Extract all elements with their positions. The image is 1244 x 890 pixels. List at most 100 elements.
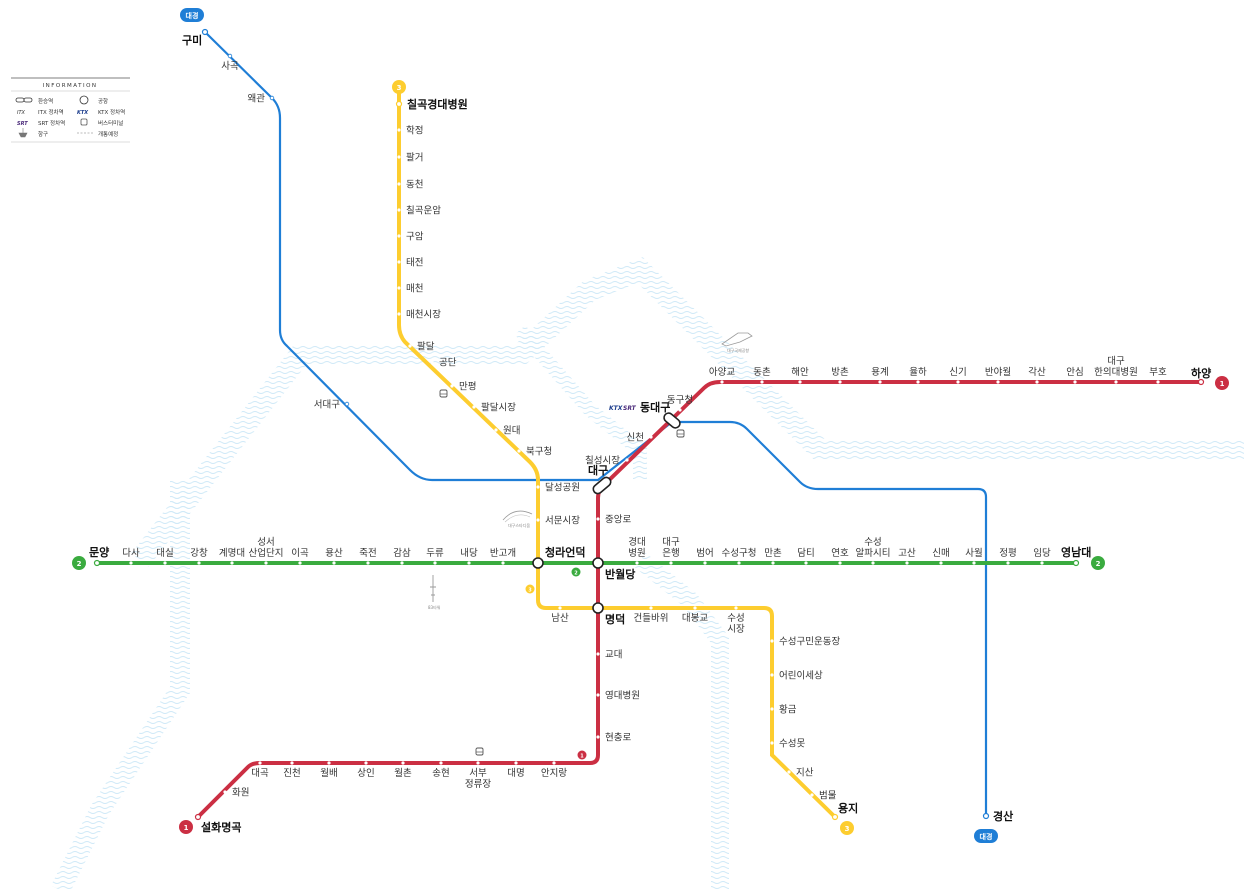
station-label[interactable]: 왜관 (248, 94, 266, 105)
station-label[interactable]: 해안 (791, 366, 809, 378)
station-label[interactable]: 교대 (605, 650, 622, 661)
transfer-station-dongdaegu[interactable] (662, 411, 682, 429)
station-label[interactable]: 반야월 (985, 366, 1011, 378)
station-label[interactable]: 월촌 (394, 767, 412, 779)
station-label[interactable]: 어린이세상 (779, 671, 823, 682)
terminal-yongji[interactable]: 용지 (838, 801, 858, 815)
station-label[interactable]: 대봉교 (682, 613, 708, 624)
station-label[interactable]: 수성못 (779, 739, 805, 750)
station-label[interactable]: 팔달시장 (481, 402, 516, 414)
station-label[interactable]: 달성공원 (545, 482, 580, 494)
station-label[interactable]: 다사 (122, 548, 140, 559)
station-label[interactable]: 서대구 (314, 400, 340, 411)
station-label[interactable]: 동천 (406, 180, 423, 191)
station-label[interactable]: 월배 (320, 767, 337, 779)
station-label[interactable]: 송현 (432, 768, 449, 779)
transfer-label-daegu[interactable]: 대구 (588, 463, 608, 477)
station-label[interactable]: 중앙로 (605, 514, 631, 526)
station-label[interactable]: 강창 (190, 548, 208, 559)
station-label[interactable]: 용산 (325, 548, 343, 559)
station-label[interactable]: 안심 (1066, 367, 1083, 378)
station-label[interactable]: 반고개 (490, 548, 516, 559)
station-label[interactable]: 현충로 (605, 733, 631, 744)
terminal-munyang[interactable]: 문양 (89, 545, 109, 559)
transfer-station-daegu[interactable] (591, 476, 612, 496)
station-label[interactable]: 내당 (460, 548, 478, 559)
station-label[interactable]: 두류 (426, 548, 444, 559)
station-label[interactable]: 매천시장 (406, 310, 441, 321)
station-label[interactable]: 지산 (796, 768, 814, 779)
station-label[interactable]: 신기 (949, 367, 966, 378)
station-label[interactable]: 동촌 (753, 367, 771, 378)
station-label[interactable]: 매천 (406, 284, 423, 295)
terminal-yeungnam-univ[interactable]: 영남대 (1061, 545, 1091, 559)
station-label[interactable]: 만촌 (764, 548, 782, 559)
station-label[interactable]: 팔거 (406, 152, 423, 164)
transfer-station-myeongdeok[interactable] (592, 602, 604, 614)
station-label[interactable]: 범물 (819, 791, 837, 802)
station-label[interactable]: 태전 (406, 258, 423, 269)
station-label[interactable]: 신천 (627, 433, 644, 444)
station-label[interactable]: 황금 (779, 705, 797, 716)
station-label[interactable]: 사곡 (221, 61, 239, 72)
station-label[interactable]: 안지랑 (541, 767, 567, 779)
station-label[interactable]: 부호 (1149, 367, 1167, 378)
station-label[interactable]: 각산 (1028, 366, 1046, 378)
station-label[interactable]: 원대 (503, 426, 520, 437)
station-label[interactable]: 대곡 (251, 768, 269, 779)
station-label[interactable]: 북구청 (526, 447, 552, 458)
terminal-hayang[interactable]: 하양 (1191, 366, 1211, 380)
station-label[interactable]: 수성구청 (722, 548, 757, 559)
station-label[interactable]: 건들바위 (634, 612, 669, 624)
station-label[interactable]: 구암 (406, 231, 424, 243)
station-label[interactable]: 아양교 (709, 367, 735, 378)
station-label[interactable]: 계명대 (219, 547, 245, 559)
station-label[interactable]: 사월 (965, 547, 982, 559)
station-label[interactable]: 만평 (459, 382, 476, 393)
transfer-label-cheongnaeondeok[interactable]: 청라언덕 (545, 545, 585, 559)
station-label[interactable]: 정평 (999, 548, 1016, 559)
transfer-label-banwoldang[interactable]: 반월당 (605, 567, 635, 581)
station-label[interactable]: 영대병원 (605, 691, 640, 702)
station-label[interactable]: 상인 (357, 768, 374, 779)
station-label[interactable]: 연호 (831, 548, 849, 559)
terminal-gumi[interactable]: 구미 (182, 33, 202, 47)
transfer-station-cheongnaeondeok[interactable] (532, 557, 544, 569)
transfer-station-banwoldang[interactable] (592, 557, 604, 569)
station-label[interactable]: 신매 (932, 548, 949, 559)
station-label[interactable]: 이곡 (291, 548, 309, 559)
station-label[interactable]: 대실 (156, 548, 173, 559)
station-label[interactable]: 고산 (898, 548, 916, 559)
station-label[interactable]: 감삼 (393, 547, 411, 559)
station-label[interactable]: 화원 (232, 788, 249, 799)
station-label[interactable]: 수성구민운동장 (779, 637, 840, 648)
station-label[interactable]: 임당 (1033, 547, 1051, 559)
terminal-chilgok-knu-hospital[interactable]: 칠곡경대병원 (407, 97, 468, 111)
station-label[interactable]: 대명 (507, 768, 524, 779)
station-label[interactable]: 율하 (909, 366, 927, 378)
station-label[interactable]: 담티 (797, 547, 814, 559)
station-label[interactable]: 범어 (696, 548, 713, 559)
station-label[interactable]: 공단 (439, 358, 457, 369)
station-label[interactable]: 서문시장 (545, 516, 580, 527)
station-label[interactable]: 방촌 (831, 367, 849, 378)
transfer-label-dongdaegu[interactable]: 동대구 (640, 400, 670, 414)
station-label[interactable]: 남산 (551, 613, 569, 624)
station-label[interactable]: 죽전 (359, 548, 376, 559)
station-label[interactable]: 학정 (406, 126, 423, 137)
station-label[interactable]: 팔달 (417, 341, 435, 353)
station-label[interactable]: 진천 (283, 768, 300, 779)
station-label[interactable]: 칠곡운암 (406, 205, 441, 217)
station-label[interactable]: 칠성시장 (585, 456, 620, 467)
terminal-gyeongsan[interactable]: 경산 (993, 809, 1013, 823)
station-label[interactable]: 동구청 (667, 395, 693, 406)
station-label[interactable]: 용계 (871, 366, 888, 378)
transfer-label-myeongdeok[interactable]: 명덕 (605, 612, 625, 626)
